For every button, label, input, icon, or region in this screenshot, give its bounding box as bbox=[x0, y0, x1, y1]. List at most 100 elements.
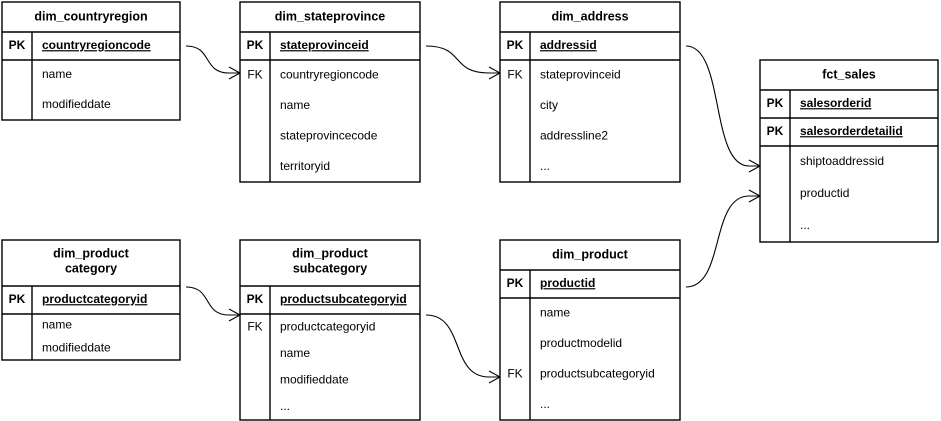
entity-title-group: fct_sales bbox=[822, 67, 876, 81]
relationship-rel-countryregion-stateprovince[interactable] bbox=[179, 40, 241, 80]
attribute-name: modifieddate bbox=[42, 97, 111, 111]
primary-key-tag: PK bbox=[247, 38, 264, 52]
entity-row[interactable]: PK salesorderdetailid bbox=[767, 124, 903, 138]
primary-key-tag: PK bbox=[507, 276, 524, 290]
entity-title-line: dim_product bbox=[292, 246, 369, 260]
entity-title-line: dim_address bbox=[551, 9, 628, 23]
cardinality-many-marker bbox=[748, 159, 761, 173]
entity-title-group: dim_stateprovince bbox=[275, 9, 386, 23]
primary-key-tag: PK bbox=[247, 292, 264, 306]
attribute-name: modifieddate bbox=[280, 372, 349, 386]
attribute-name: name bbox=[42, 67, 72, 81]
entity-row[interactable]: name bbox=[540, 305, 570, 319]
attribute-name: name bbox=[42, 318, 72, 332]
primary-key-tag: PK bbox=[507, 38, 524, 52]
primary-key-tag: PK bbox=[9, 38, 26, 52]
entity-row[interactable]: productmodelid bbox=[540, 336, 622, 350]
entity-row[interactable]: PK countryregioncode bbox=[9, 38, 151, 52]
entity-row[interactable]: shiptoaddressid bbox=[800, 154, 884, 168]
attribute-name: salesorderdetailid bbox=[800, 124, 903, 138]
entity-row[interactable]: ... bbox=[800, 218, 810, 232]
entity-frame bbox=[239, 1, 421, 183]
cardinality-many-marker bbox=[488, 66, 501, 80]
cardinality-many-marker bbox=[228, 66, 241, 80]
cardinality-many-marker bbox=[488, 370, 501, 384]
attribute-name: territoryid bbox=[280, 159, 330, 173]
attribute-name: shiptoaddressid bbox=[800, 154, 884, 168]
entity-row[interactable]: territoryid bbox=[280, 159, 330, 173]
entity-row[interactable]: name bbox=[42, 318, 72, 332]
foreign-key-tag: FK bbox=[247, 319, 262, 333]
attribute-name: stateprovincecode bbox=[280, 128, 378, 142]
attribute-name: productcategoryid bbox=[42, 292, 147, 306]
foreign-key-tag: FK bbox=[507, 67, 522, 81]
relationship-rel-address-sales[interactable] bbox=[679, 40, 761, 173]
entity-row[interactable]: city bbox=[540, 98, 558, 112]
entity-row[interactable]: name bbox=[42, 67, 72, 81]
attribute-name: productsubcategoryid bbox=[280, 292, 407, 306]
entity-title-line: subcategory bbox=[293, 261, 367, 275]
relationship-rel-product-sales[interactable] bbox=[679, 189, 761, 293]
attribute-name: productid bbox=[800, 186, 849, 200]
relationship-rel-stateprovince-address[interactable] bbox=[419, 40, 501, 80]
entity-row[interactable]: FK productcategoryid bbox=[247, 319, 375, 333]
entity-title-line: dim_countryregion bbox=[34, 9, 147, 23]
entity-row[interactable]: modifieddate bbox=[42, 97, 111, 111]
relationship-connector bbox=[425, 314, 490, 378]
relationship-rel-subcategory-product[interactable] bbox=[419, 309, 501, 384]
entity-frame bbox=[499, 1, 681, 183]
entity-row[interactable]: PK productcategoryid bbox=[9, 292, 148, 306]
entity-title-line: dim_product bbox=[53, 246, 130, 260]
foreign-key-tag: FK bbox=[247, 67, 262, 81]
entity-row[interactable]: name bbox=[280, 346, 310, 360]
attribute-name: ... bbox=[800, 218, 810, 232]
attribute-name: modifieddate bbox=[42, 341, 111, 355]
primary-key-tag: PK bbox=[767, 124, 784, 138]
entity-frame bbox=[499, 239, 681, 421]
entity-title-group: dim_address bbox=[551, 9, 628, 23]
attribute-name: addressline2 bbox=[540, 128, 608, 142]
attribute-name: name bbox=[280, 98, 310, 112]
attribute-name: productmodelid bbox=[540, 336, 622, 350]
entity-row[interactable]: stateprovincecode bbox=[280, 128, 378, 142]
attribute-name: addressid bbox=[540, 38, 597, 52]
relationship-connector bbox=[185, 286, 230, 316]
relationship-connector bbox=[685, 45, 750, 167]
foreign-key-tag: FK bbox=[507, 366, 522, 380]
entity-row[interactable]: name bbox=[280, 98, 310, 112]
entity-frame bbox=[759, 59, 939, 243]
entity-row[interactable]: FK countryregioncode bbox=[247, 67, 379, 81]
entity-row[interactable]: PK addressid bbox=[507, 38, 597, 52]
entity-row[interactable]: productid bbox=[800, 186, 849, 200]
entity-title-line: dim_stateprovince bbox=[275, 9, 386, 23]
primary-key-tag: PK bbox=[9, 292, 26, 306]
attribute-name: city bbox=[540, 98, 558, 112]
entity-row[interactable]: modifieddate bbox=[280, 372, 349, 386]
entity-row[interactable]: ... bbox=[540, 159, 550, 173]
attribute-name: ... bbox=[280, 399, 290, 413]
attribute-name: countryregioncode bbox=[280, 67, 379, 81]
relationship-connector bbox=[185, 45, 230, 74]
attribute-name: productcategoryid bbox=[280, 319, 375, 333]
entity-row[interactable]: ... bbox=[540, 397, 550, 411]
relationship-rel-productcategory-subcategory[interactable] bbox=[179, 281, 241, 322]
entity-title-line: fct_sales bbox=[822, 67, 876, 81]
entity-row[interactable]: addressline2 bbox=[540, 128, 608, 142]
entity-row[interactable]: PK productsubcategoryid bbox=[247, 292, 407, 306]
entity-row[interactable]: modifieddate bbox=[42, 341, 111, 355]
entity-row[interactable]: ... bbox=[280, 399, 290, 413]
attribute-name: countryregioncode bbox=[42, 38, 151, 52]
